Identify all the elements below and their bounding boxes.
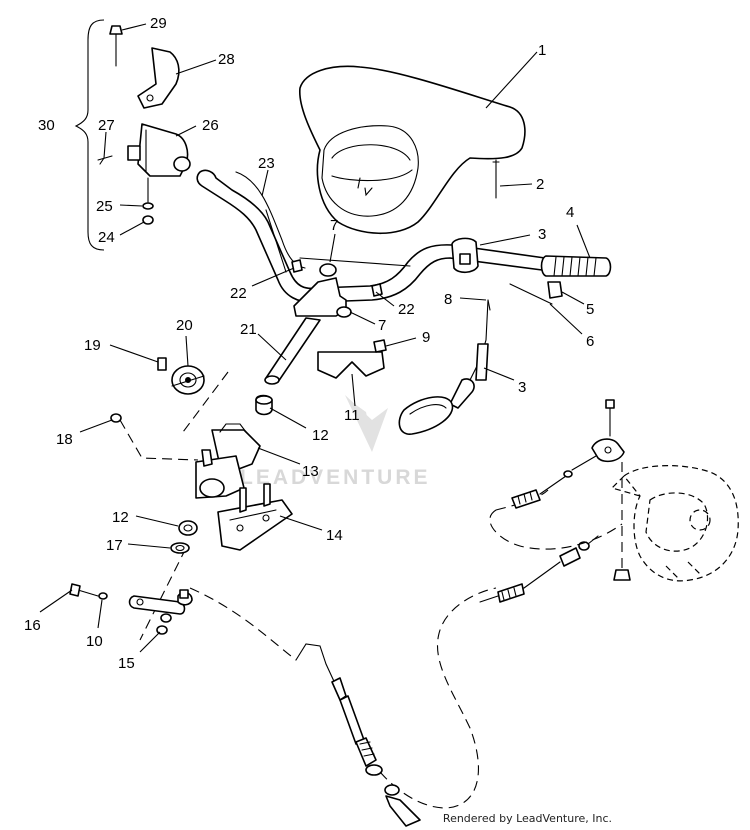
callout-2: 2 [536,176,544,193]
link-arm [128,589,193,615]
watermark-text: LEADVENTURE [240,466,431,489]
handlebar-clamp [293,277,352,318]
switch-26 [127,123,191,177]
callout-22a: 22 [230,285,247,302]
plug-upper [319,263,337,277]
callout-4: 4 [566,204,574,221]
leader-lines [39,23,591,653]
cable-tie-left [291,259,303,273]
callout-3b: 3 [518,379,526,396]
bushing-lower [178,520,198,536]
callout-25: 25 [96,198,113,215]
handlebar-pad [299,65,526,235]
steering-post [264,317,321,385]
callout-16: 16 [24,617,41,634]
bearing-flange [171,365,205,395]
callout-23: 23 [258,155,275,172]
nut-24 [142,215,154,225]
upper-adjuster [511,438,625,509]
cable-tie-right [371,283,383,297]
callout-13: 13 [302,463,319,480]
nut-18 [110,413,122,423]
callout-28: 28 [218,51,235,68]
callout-30: 30 [38,117,55,134]
bushing-upper [255,394,273,416]
flange-bolt [157,357,167,371]
callouts: 1 2 3 4 5 6 7 7 8 9 3 11 12 13 14 21 19 … [24,15,594,672]
callout-18: 18 [56,431,73,448]
ghost-knuckle [610,465,739,582]
callout-7b: 7 [378,317,386,334]
callout-12b: 12 [112,509,129,526]
watermark: LEADVENTURE [240,395,431,489]
right-adjuster [479,535,599,603]
screw-27 [97,155,113,165]
callout-29: 29 [150,15,167,32]
callout-10: 10 [86,633,103,650]
callout-12a: 12 [312,427,329,444]
callout-27: 27 [98,117,115,134]
pad-screw [492,159,500,199]
routing-line [189,587,297,661]
housing-screw [509,283,553,305]
steering-support [195,423,261,499]
callout-20: 20 [176,317,193,334]
callout-7a: 7 [330,217,338,234]
bolt-9 [373,339,387,353]
callout-6: 6 [586,333,594,350]
nut-right [613,569,631,581]
pivot-bolt [69,583,99,597]
pin-29 [109,25,123,67]
brace-30 [74,19,105,251]
callout-24: 24 [98,229,115,246]
center-line-upper [179,371,229,437]
callout-19: 19 [84,337,101,354]
control-rod [295,643,383,776]
callout-21: 21 [240,321,257,338]
bracket-28 [137,47,180,109]
callout-5: 5 [586,301,594,318]
callout-17: 17 [106,537,123,554]
callout-8: 8 [444,291,452,308]
callout-14: 14 [326,527,343,544]
washer-17 [170,542,190,554]
mounting-plate [217,483,293,551]
grip [540,255,612,277]
washer-25 [142,202,154,210]
center-line-left [119,419,199,461]
callout-26: 26 [202,117,219,134]
nut-stack [156,613,172,635]
bar-end-plug [547,281,563,299]
callout-11: 11 [344,407,360,424]
cable-end-lower [384,784,421,827]
cable-loop-upper [489,489,623,550]
callout-1: 1 [538,42,546,59]
cable-loop-lower [379,587,497,809]
callout-3a: 3 [538,226,546,243]
washer-10 [98,592,108,600]
center-line-lower [139,547,187,641]
callout-15: 15 [118,655,135,672]
right-bolt [605,399,615,437]
throttle-cable [398,299,489,435]
callout-9: 9 [422,329,430,346]
throttle-housing [451,237,479,274]
render-credit: Rendered by LeadVenture, Inc. [442,812,612,825]
cable-bracket [317,351,385,379]
callout-22b: 22 [398,301,415,318]
